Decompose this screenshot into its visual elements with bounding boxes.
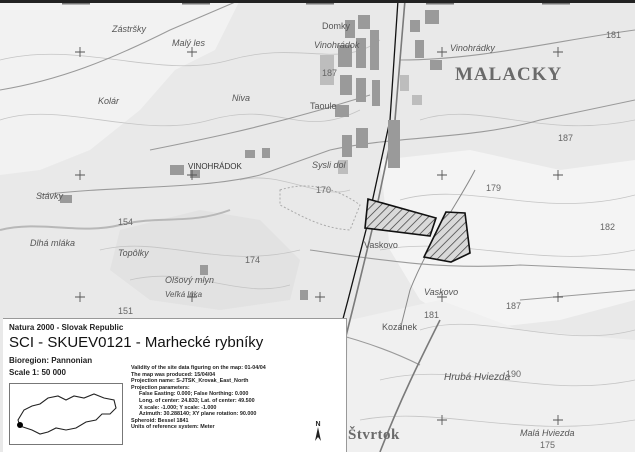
place-label: Taoule	[310, 101, 337, 111]
elevation-label: 154	[118, 217, 134, 227]
metadata-line: Validity of the site data figuring on th…	[131, 365, 266, 371]
metadata-line: Long. of center: 24.833; Lat. of center:…	[139, 397, 255, 404]
elevation-label: 190	[506, 369, 522, 379]
elevation-label: 151	[118, 306, 134, 316]
metadata-line: Projection parameters:	[131, 384, 190, 391]
metadata-line: X scale: -1.000; Y scale: -1.000	[139, 404, 217, 411]
place-label: Kozánek	[382, 322, 418, 332]
elevation-label: 187	[506, 301, 522, 311]
place-label: Kolár	[98, 96, 120, 106]
metadata-line: Azimuth: 30.288140; XY plane rotation: 9…	[139, 411, 257, 418]
bioregion-label: Bioregion: Pannonian	[9, 356, 93, 365]
place-label: Olšový mlyn	[165, 275, 215, 285]
place-label: Vinohrádky	[450, 43, 495, 53]
place-label: Dlhá mláka	[30, 238, 76, 248]
place-label: Zástršky	[112, 24, 147, 34]
place-label: Topôlky	[118, 248, 149, 258]
metadata-line: The map was produced: 15/04/04	[131, 371, 216, 378]
metadata-line: Projection name: S-JTSK_Krovak_East_Nort…	[131, 378, 249, 385]
place-label: VINOHRÁDOK	[188, 162, 242, 171]
place-label: Vaskovo	[364, 240, 398, 250]
metadata-line: Units of reference system: Meter	[131, 424, 215, 431]
network-label: Natura 2000 - Slovak Republic	[9, 323, 124, 332]
elevation-label: 170	[316, 185, 332, 195]
scale-label: Scale 1: 50 000	[9, 368, 66, 377]
place-label: Domky	[322, 21, 351, 31]
map-metadata: Validity of the site data figuring on th…	[131, 365, 266, 431]
place-label: Malý les	[172, 38, 206, 48]
place-label: Stávky	[36, 191, 64, 201]
place-label: Malá Hviezda	[520, 428, 575, 438]
north-arrow-icon: N	[315, 421, 321, 441]
place-label: Hrubá Hviezda	[444, 372, 511, 383]
elevation-label: 175	[540, 440, 556, 450]
metadata-line: Spheroid: Bessel 1841	[131, 417, 189, 424]
place-label: MALACKY	[455, 64, 563, 85]
svg-text:N: N	[315, 421, 320, 428]
site-title: SCI - SKUEV0121 - Marhecké rybníky	[9, 334, 264, 351]
place-label: Sysli dol	[312, 160, 346, 170]
elevation-label: 182	[600, 222, 616, 232]
slovakia-locator-map	[9, 383, 123, 445]
metadata-line: False Easting: 0.000; False Northing: 0.…	[139, 391, 249, 398]
place-label: Niva	[232, 93, 251, 103]
place-label: Štvrtok	[348, 427, 400, 443]
elevation-label: 179	[486, 183, 502, 193]
elevation-label: 181	[424, 310, 440, 320]
place-label: Vaskovo	[424, 287, 459, 297]
site-location-marker	[17, 422, 23, 428]
map-legend: Natura 2000 - Slovak Republic SCI - SKUE…	[3, 318, 347, 452]
place-label: Veľká lúka	[165, 290, 203, 299]
elevation-label: 174	[245, 255, 261, 265]
elevation-label: 181	[606, 30, 622, 40]
elevation-label: 187	[558, 133, 574, 143]
place-label: Vinohrádok	[314, 40, 360, 50]
elevation-label: 187	[322, 68, 338, 78]
map-frame-top	[0, 0, 635, 5]
